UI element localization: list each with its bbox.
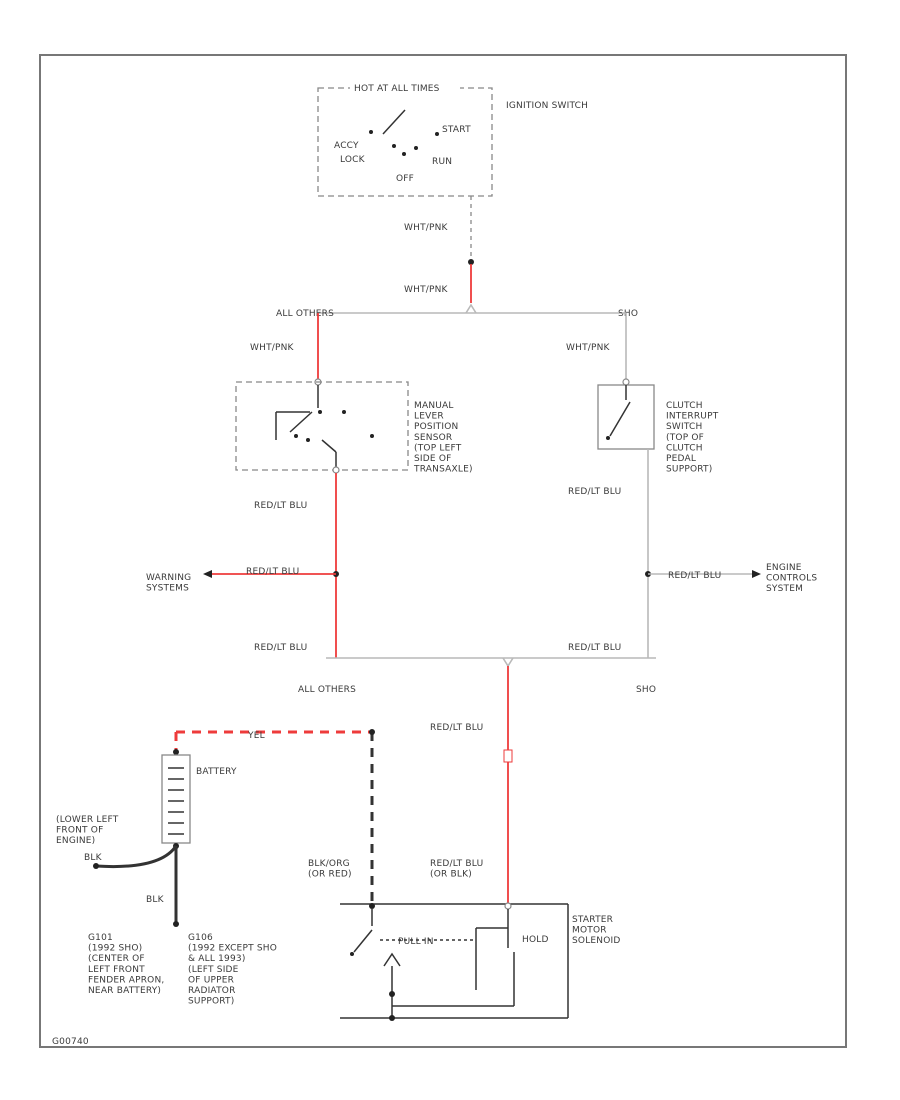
mlps-contact bbox=[306, 438, 310, 442]
ignition-switch-name: IGNITION SWITCH bbox=[506, 101, 588, 111]
ignition-start-label: START bbox=[442, 125, 471, 135]
solenoid-contact bbox=[350, 952, 354, 956]
wire-label: RED/LT BLU bbox=[568, 487, 621, 497]
solenoid-terminal bbox=[389, 991, 395, 997]
ignition-off-label: OFF bbox=[396, 174, 414, 184]
wire-label: YEL bbox=[247, 731, 265, 741]
variant-label: ALL OTHERS bbox=[298, 685, 356, 695]
wire-label: RED/LT BLU bbox=[668, 571, 721, 581]
ignition-contact bbox=[369, 130, 373, 134]
connector-dot bbox=[369, 729, 375, 735]
battery-body bbox=[161, 754, 191, 844]
ground-point bbox=[93, 863, 99, 869]
pull-in-label: PULL IN bbox=[398, 937, 434, 947]
wire-label: BLK/ORG(OR RED) bbox=[308, 859, 352, 880]
mlps-contact bbox=[294, 434, 298, 438]
variant-label: SHO bbox=[618, 309, 638, 319]
mlps-contact bbox=[342, 410, 346, 414]
solenoid-plunger bbox=[383, 952, 401, 967]
diagram-frame bbox=[39, 54, 847, 1048]
engine-ground-wire bbox=[95, 845, 178, 869]
arrow-right-icon bbox=[752, 570, 761, 578]
solenoid-terminal bbox=[389, 1015, 395, 1021]
inline-connector bbox=[503, 749, 513, 763]
wire-label: RED/LT BLU bbox=[568, 643, 621, 653]
diagram-id: G00740 bbox=[52, 1037, 89, 1047]
hot-at-all-times-label: HOT AT ALL TIMES bbox=[354, 84, 440, 94]
variant-label: ALL OTHERS bbox=[276, 309, 334, 319]
mlps-contact bbox=[318, 410, 322, 414]
variant-label: SHO bbox=[636, 685, 656, 695]
ignition-label-bg bbox=[350, 82, 460, 94]
ignition-switch-blade bbox=[382, 109, 406, 135]
mlps-outline bbox=[235, 381, 409, 471]
wire-label: WHT/PNK bbox=[404, 285, 449, 295]
connector-pin bbox=[332, 466, 340, 474]
clutch-switch-blade bbox=[609, 401, 631, 437]
wire-label: RED/LT BLU(OR BLK) bbox=[430, 859, 483, 880]
wire-label: WHT/PNK bbox=[566, 343, 611, 353]
mlps-switch-blade bbox=[289, 411, 313, 433]
mlps-contact bbox=[370, 434, 374, 438]
wire-label: RED/LT BLU bbox=[254, 501, 307, 511]
variant-split-mark bbox=[465, 303, 477, 314]
wire-label: RED/LT BLU bbox=[430, 723, 483, 733]
ignition-contact bbox=[402, 152, 406, 156]
solenoid-terminal bbox=[504, 902, 512, 910]
ignition-run-label: RUN bbox=[432, 157, 452, 167]
connector-pin bbox=[622, 378, 630, 386]
variant-merge-mark bbox=[502, 657, 514, 668]
wire-label: RED/LT BLU bbox=[254, 643, 307, 653]
ground-point bbox=[173, 921, 179, 927]
ignition-accy-label: ACCY bbox=[334, 141, 359, 151]
wire-label: WHT/PNK bbox=[250, 343, 295, 353]
wire-label: BLK bbox=[146, 895, 165, 905]
battery-label: BATTERY bbox=[196, 767, 237, 777]
mlps-switch-blade bbox=[321, 439, 337, 453]
solenoid-contact-blade bbox=[353, 929, 373, 953]
ground-g106-label: G106(1992 EXCEPT SHO& ALL 1993)(LEFT SID… bbox=[188, 933, 277, 1007]
solenoid-terminal bbox=[369, 903, 375, 909]
ignition-lock-label: LOCK bbox=[340, 155, 366, 165]
ignition-contact bbox=[392, 144, 396, 148]
clutch-contact bbox=[606, 436, 610, 440]
ignition-switch: HOT AT ALL TIMES ACCY LOCK OFF RUN START… bbox=[317, 82, 588, 197]
connector-dot bbox=[468, 259, 474, 265]
wire-label: BLK bbox=[84, 853, 103, 863]
hold-label: HOLD bbox=[522, 935, 549, 945]
wire-label: RED/LT BLU bbox=[246, 567, 299, 577]
ignition-contact bbox=[435, 132, 439, 136]
battery-positive-terminal bbox=[173, 749, 179, 755]
ignition-switch-outline bbox=[317, 87, 493, 197]
ignition-contact bbox=[414, 146, 418, 150]
arrow-left-icon bbox=[203, 570, 212, 578]
wire-label: WHT/PNK bbox=[404, 223, 449, 233]
